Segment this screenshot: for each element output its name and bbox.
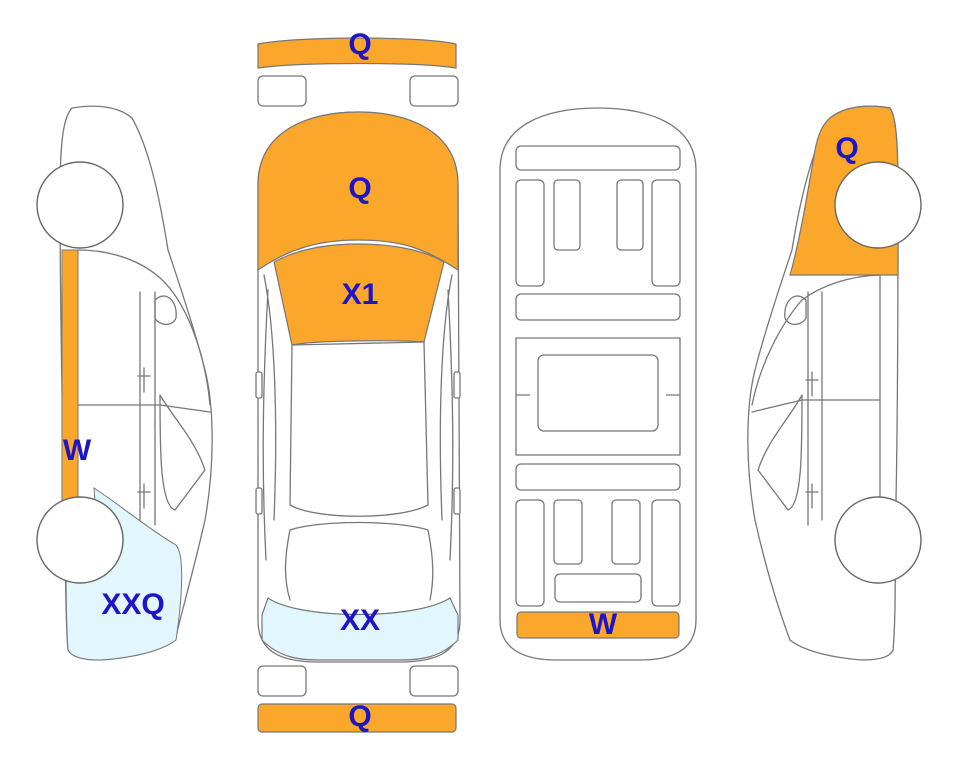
underbody-rear-label: W: [589, 608, 618, 641]
front-bumper-damage-zone: [257, 37, 457, 69]
hood-damage-zone: [257, 111, 459, 272]
rear-right-taillight: [409, 665, 459, 697]
right-side-window-line: [751, 274, 881, 406]
top-left-pillar: [262, 274, 277, 561]
underbody-rear-right-rail: [651, 499, 681, 607]
underbody-rear-left-inner: [553, 499, 583, 565]
left-side-rear-wheel: [36, 496, 124, 584]
underbody-rear-crossmember: [515, 463, 681, 491]
underbody-view: [499, 107, 697, 661]
right-side-front-wheel: [834, 161, 922, 249]
underbody-rear-left-rail: [515, 499, 545, 607]
underbody-spare-well: [554, 573, 642, 603]
left-side-rear-window: [159, 394, 206, 511]
left-side-front-handle: [137, 367, 151, 393]
left-sill-label: W: [63, 434, 92, 467]
right-side-mirror: [784, 295, 807, 326]
underbody-front-crossmember: [515, 145, 681, 171]
underbody-front-right-rail: [651, 179, 681, 287]
left-side-window-line: [77, 249, 211, 406]
top-right-mirror-mark: [453, 371, 461, 399]
right-side-rear-handle: [805, 483, 819, 509]
rear-bumper-label: Q: [348, 700, 371, 733]
hood-label: Q: [348, 172, 371, 205]
right-side-view: [747, 105, 922, 661]
rear-glass-label: XX: [340, 604, 380, 637]
rear-left-taillight: [257, 665, 307, 697]
top-rear-deck-line: [284, 521, 434, 601]
windshield-damage-zone: [273, 243, 445, 346]
rear-glass-damage-zone: [261, 597, 459, 661]
windshield-label: X1: [342, 278, 379, 311]
right-side-rear-wheel: [834, 496, 922, 584]
left-side-door-line: [139, 291, 156, 526]
left-side-mirror: [154, 295, 177, 326]
underbody-rear-right-inner: [611, 499, 641, 565]
underbody-center-tunnel: [537, 354, 659, 432]
top-roof-outline: [289, 341, 429, 517]
right-side-door-line: [807, 291, 823, 526]
top-left-mirror-mark: [255, 371, 263, 399]
underbody-front-left-rail: [515, 179, 545, 287]
top-view: [255, 37, 461, 733]
top-left-rear-mark: [255, 487, 263, 515]
underbody-front-right-inner: [616, 179, 644, 251]
left-side-rear-handle: [137, 483, 151, 509]
left-side-front-wheel: [36, 161, 124, 249]
underbody-mid-crossmember: [515, 293, 681, 321]
damage-labels: Q Q X1 XX Q W XXQ W Q: [63, 28, 859, 733]
left-rear-quarter-label: XXQ: [101, 588, 164, 621]
front-left-headlight: [257, 75, 307, 107]
top-right-rear-mark: [453, 487, 461, 515]
front-right-headlight: [409, 75, 459, 107]
rear-bumper-damage-zone: [257, 703, 457, 733]
top-right-pillar: [439, 274, 454, 561]
front-bumper-label: Q: [348, 28, 371, 61]
underbody-front-left-inner: [553, 179, 581, 251]
right-side-front-handle: [805, 371, 819, 397]
left-side-view: [36, 105, 213, 661]
underbody-rear-damage-zone: [516, 611, 680, 639]
right-front-fender-label: Q: [835, 132, 858, 165]
right-side-rear-window: [757, 394, 803, 511]
